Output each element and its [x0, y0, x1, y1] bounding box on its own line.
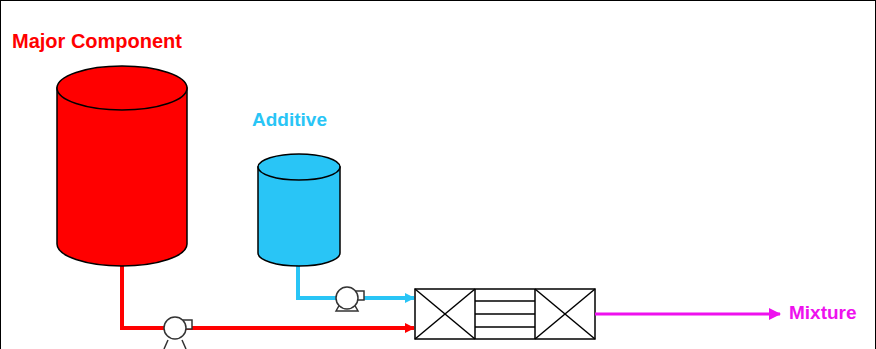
pump-symbol: [336, 287, 364, 311]
output-label: Mixture: [789, 302, 857, 324]
tank-outline: [10, 24, 210, 270]
pump-symbol: [164, 317, 192, 349]
tank-label: Major Component: [12, 30, 182, 53]
static-mixer: [415, 289, 595, 339]
tank-label: Additive: [252, 109, 327, 131]
mixture-outlet: [595, 313, 780, 316]
additive-tank: Additive: [245, 104, 355, 270]
major-tank: Major Component: [10, 24, 210, 270]
major-pipe: [122, 262, 414, 328]
